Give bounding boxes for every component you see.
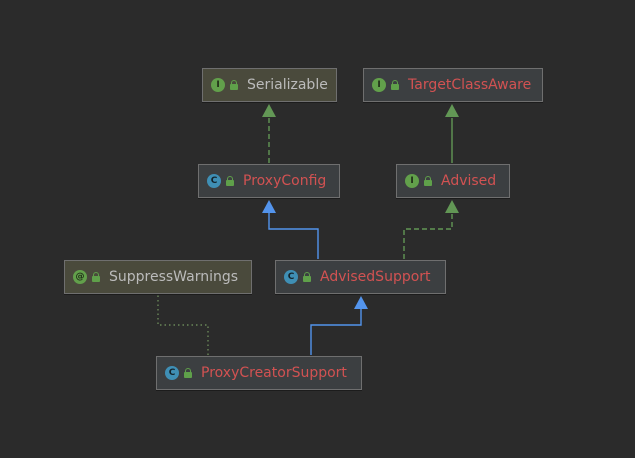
lock-icon <box>303 272 311 282</box>
lock-icon <box>92 272 100 282</box>
class-icon: C <box>165 366 179 380</box>
node-proxy-config[interactable]: C ProxyConfig <box>198 164 340 198</box>
edge-advisedsupport-extends-proxyconfig <box>268 213 319 259</box>
arrowhead-proxyconfig <box>262 200 276 213</box>
class-icon: C <box>284 270 298 284</box>
node-advised-support[interactable]: C AdvisedSupport <box>275 260 446 294</box>
node-proxy-creator-support[interactable]: C ProxyCreatorSupport <box>156 356 362 390</box>
node-label: Serializable <box>247 77 328 93</box>
node-label: ProxyConfig <box>243 173 327 189</box>
node-target-class-aware[interactable]: I TargetClassAware <box>363 68 543 102</box>
arrowhead-serializable <box>262 104 276 117</box>
arrowhead-advisedsupport <box>354 296 368 309</box>
lock-icon <box>424 176 432 186</box>
node-suppress-warnings[interactable]: @ SuppressWarnings <box>64 260 252 294</box>
annotation-icon: @ <box>73 270 87 284</box>
node-label: AdvisedSupport <box>320 269 431 285</box>
arrowhead-targetclassaware <box>445 104 459 117</box>
node-label: TargetClassAware <box>408 77 532 93</box>
node-serializable[interactable]: I Serializable <box>202 68 337 102</box>
edge-proxycreatorsupport-extends-advisedsupport <box>310 309 362 355</box>
edge-advisedsupport-implements-advised <box>403 213 453 259</box>
edge-proxycreatorsupport-annotated-suppresswarnings <box>157 295 209 355</box>
node-label: ProxyCreatorSupport <box>201 365 347 381</box>
node-label: SuppressWarnings <box>109 269 239 285</box>
lock-icon <box>226 176 234 186</box>
interface-icon: I <box>372 78 386 92</box>
interface-icon: I <box>405 174 419 188</box>
lock-icon <box>184 368 192 378</box>
class-icon: C <box>207 174 221 188</box>
lock-icon <box>230 80 238 90</box>
interface-icon: I <box>211 78 225 92</box>
node-label: Advised <box>441 173 497 189</box>
lock-icon <box>391 80 399 90</box>
arrowhead-advised <box>445 200 459 213</box>
node-advised[interactable]: I Advised <box>396 164 510 198</box>
